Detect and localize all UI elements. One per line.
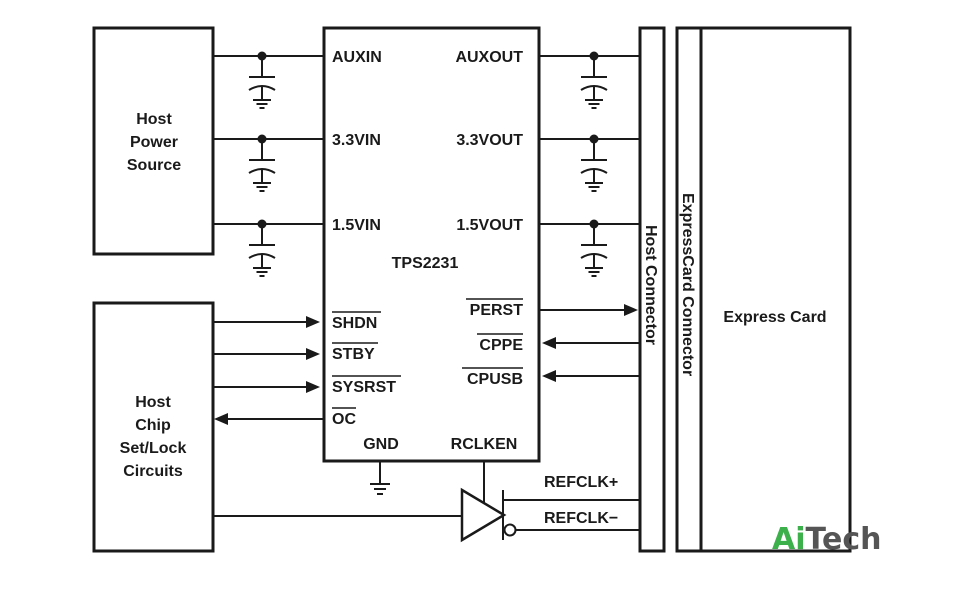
pin-1v5out: 1.5VOUT (456, 217, 523, 234)
refclk-plus-label: REFCLK+ (544, 474, 618, 491)
pin-cppe: CPPE (479, 337, 523, 354)
svg-text:AiTech: AiTech (772, 522, 881, 557)
host-chip-label-3: Set/Lock (120, 440, 187, 457)
output-power-rails (539, 55, 640, 225)
pin-gnd: GND (363, 436, 399, 453)
control-signal-lines (213, 316, 324, 425)
pin-auxin: AUXIN (332, 49, 382, 66)
input-power-rails (213, 55, 324, 225)
tps2231-ic: AUXIN 3.3VIN 1.5VIN AUXOUT 3.3VOUT 1.5VO… (322, 26, 541, 463)
pin-stby: STBY (332, 346, 375, 363)
watermark-tech: Tech (806, 522, 882, 557)
host-chip-label-2: Chip (135, 417, 171, 434)
pin-1v5in: 1.5VIN (332, 217, 381, 234)
host-connector: Host Connector (638, 26, 666, 553)
express-card-block: Express Card (699, 26, 852, 553)
output-capacitors (580, 50, 608, 277)
gnd-symbol (370, 461, 390, 495)
ic-name: TPS2231 (392, 255, 459, 272)
pin-auxout: AUXOUT (455, 49, 523, 66)
refclk-buffer: REFCLK+ REFCLK− (213, 461, 640, 543)
host-power-source-block: Host Power Source (92, 26, 215, 256)
host-power-label-2: Power (130, 134, 178, 151)
host-chip-label-4: Circuits (123, 463, 183, 480)
watermark-ai: Ai (772, 522, 806, 557)
refclk-minus-label: REFCLK− (544, 510, 618, 527)
host-power-label-3: Source (127, 157, 181, 174)
input-capacitors (248, 50, 276, 277)
pin-rclken: RCLKEN (451, 436, 518, 453)
express-card-label: Express Card (723, 309, 826, 326)
pin-3v3in: 3.3VIN (332, 132, 381, 149)
expresscard-connector: ExpressCard Connector (675, 26, 703, 553)
host-chip-block: Host Chip Set/Lock Circuits (92, 301, 215, 553)
aitech-watermark: AiTech (772, 522, 881, 557)
pin-oc: OC (332, 411, 356, 428)
pin-shdn: SHDN (332, 315, 377, 332)
pin-sysrst: SYSRST (332, 379, 396, 396)
host-power-label-1: Host (136, 111, 172, 128)
pin-3v3out: 3.3VOUT (456, 132, 523, 149)
pin-perst: PERST (470, 302, 524, 319)
host-connector-label: Host Connector (642, 225, 659, 345)
expresscard-connector-label: ExpressCard Connector (679, 193, 696, 376)
pin-cpusb: CPUSB (467, 371, 523, 388)
host-chip-label-1: Host (135, 394, 171, 411)
connector-signal-lines (539, 304, 640, 382)
